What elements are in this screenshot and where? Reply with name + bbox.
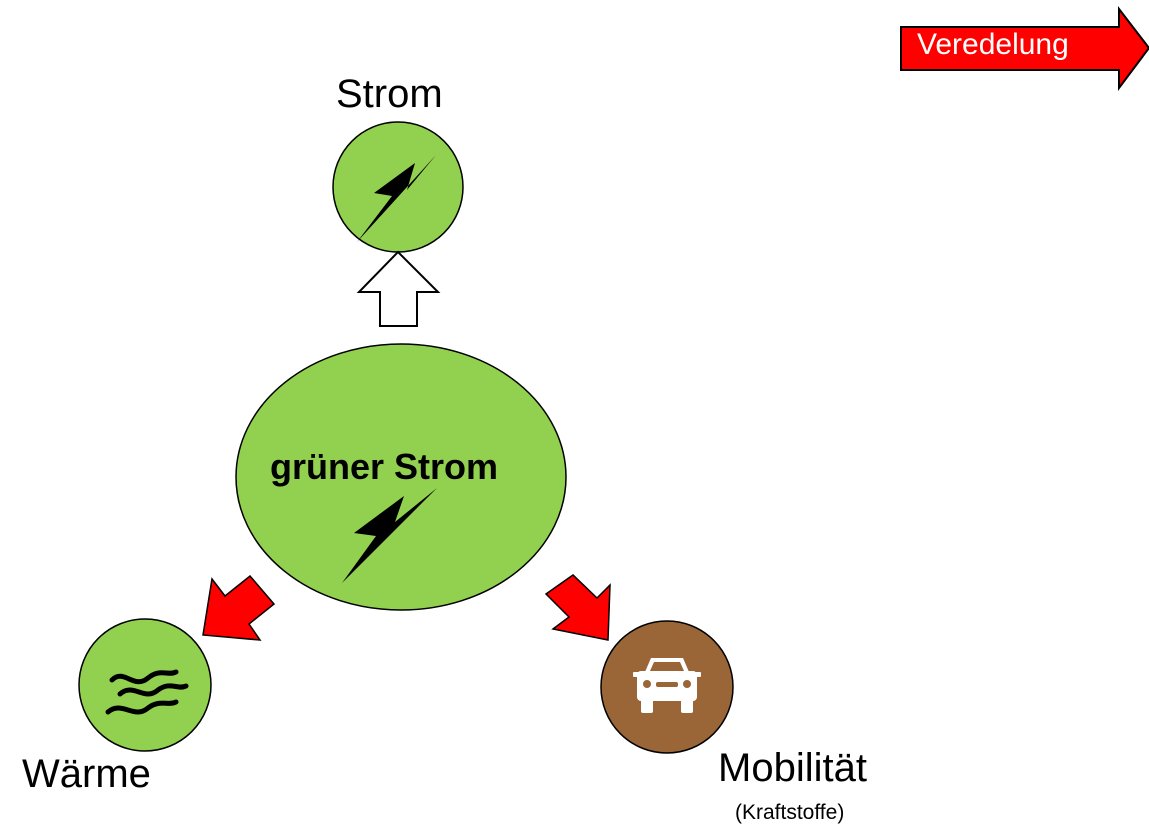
arrow-center-to-mobilitaet bbox=[544, 574, 611, 641]
center-node-ellipse bbox=[235, 343, 567, 611]
arrow-center-to-strom bbox=[356, 250, 441, 327]
waerme-label: Wärme bbox=[22, 752, 151, 796]
strom-label: Strom bbox=[336, 72, 443, 116]
veredelung-label: Veredelung bbox=[917, 28, 1069, 61]
veredelung-arrow bbox=[900, 6, 1149, 91]
heat-waves-icon bbox=[105, 669, 189, 715]
mobilitaet-sublabel: (Kraftstoffe) bbox=[735, 801, 845, 824]
center-node-label: grüner Strom bbox=[270, 446, 499, 487]
mobilitaet-label: Mobilität bbox=[718, 746, 867, 790]
arrow-center-to-waerme bbox=[202, 574, 276, 641]
lightning-icon bbox=[357, 155, 436, 242]
lightning-icon bbox=[342, 488, 437, 583]
waerme-node-circle bbox=[78, 618, 212, 752]
car-icon-details bbox=[643, 662, 691, 688]
